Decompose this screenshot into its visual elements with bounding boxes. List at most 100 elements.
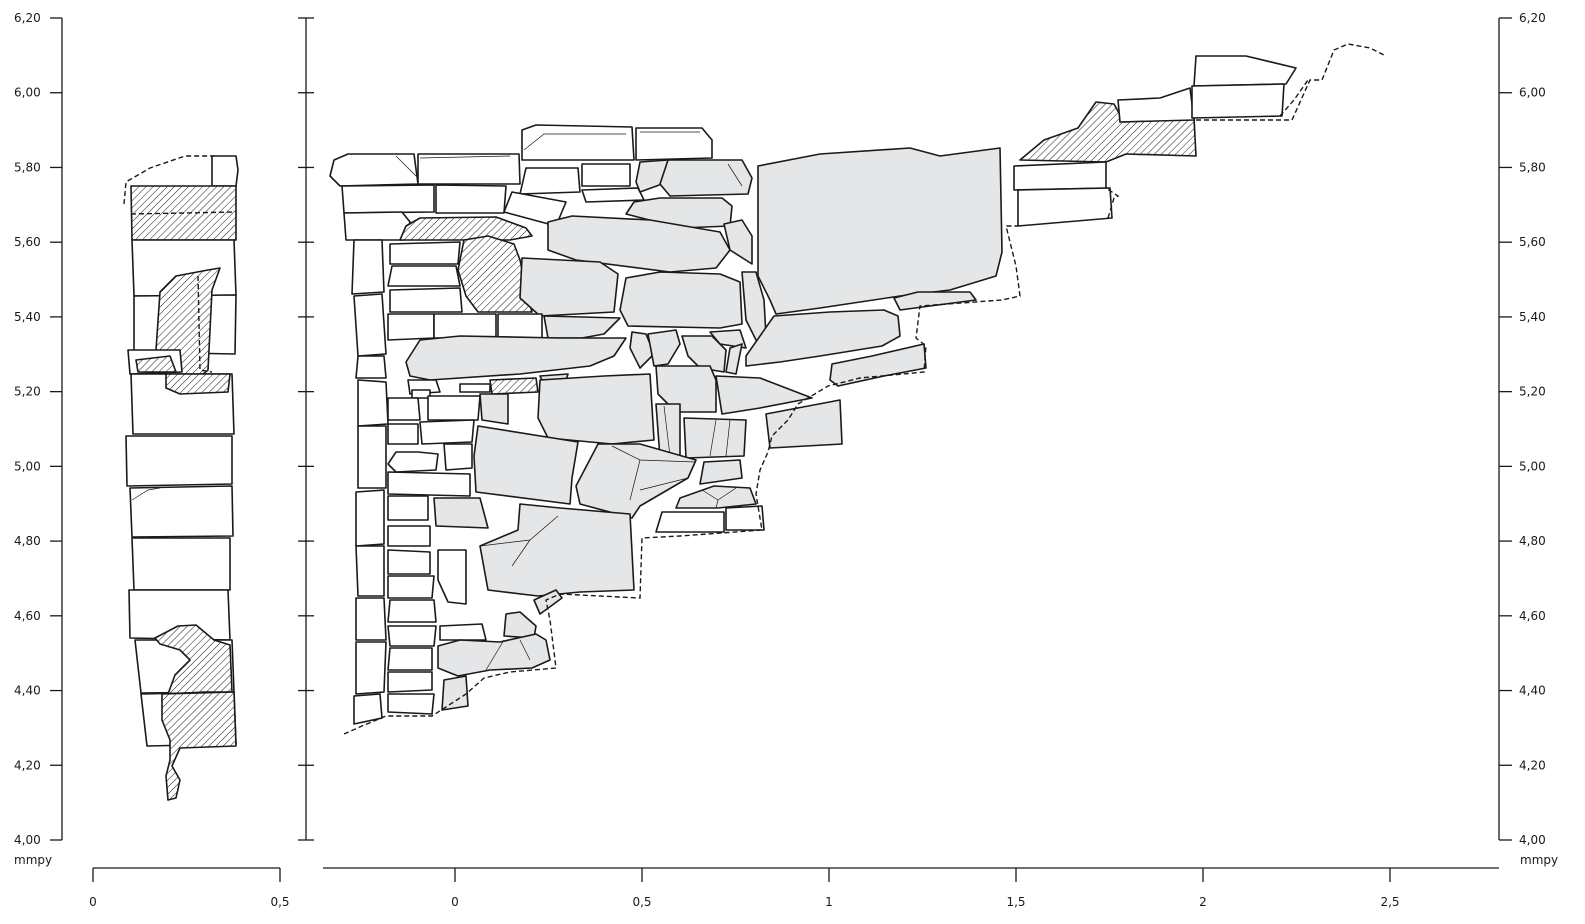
grey-stone xyxy=(765,399,843,449)
y-tick-label-right: 5,20 xyxy=(1519,385,1546,399)
stone-block xyxy=(387,599,437,623)
stone-block xyxy=(581,187,645,203)
stone-block xyxy=(357,379,389,427)
grey-stone xyxy=(699,459,743,485)
stone-block xyxy=(387,451,439,473)
grey-stone xyxy=(479,393,509,425)
y-tick-label-right: 5,80 xyxy=(1519,160,1546,174)
y-tick-label-right: 6,00 xyxy=(1519,86,1546,100)
stone-block xyxy=(387,423,419,445)
stone-block xyxy=(435,184,507,214)
stone-block xyxy=(519,167,581,195)
y-tick-label-left: 5,40 xyxy=(14,310,41,324)
stone-block xyxy=(439,623,487,641)
grey-stone xyxy=(433,497,489,529)
grey-stone xyxy=(537,373,655,445)
stone-block xyxy=(387,265,461,287)
large-grey-slab xyxy=(757,147,1003,315)
stone-block xyxy=(1193,55,1297,87)
grey-stone xyxy=(675,485,757,509)
grey-stone xyxy=(893,291,977,311)
stone-block xyxy=(355,355,387,379)
stone-block xyxy=(417,153,521,185)
stone-block xyxy=(355,597,387,641)
stone-block xyxy=(437,549,467,605)
y-tick-label-right: 4,60 xyxy=(1519,609,1546,623)
stone-block xyxy=(353,293,387,357)
wall-elevation-stones xyxy=(329,43,1387,735)
x-tick-label: 1 xyxy=(825,895,833,909)
y-tick-label-right: 5,40 xyxy=(1519,310,1546,324)
stone-block xyxy=(343,211,411,241)
y-tick-label-left: 5,00 xyxy=(14,459,41,473)
y-tick-label-left: 4,00 xyxy=(14,833,41,847)
x-tick-label: 0 xyxy=(89,895,97,909)
stone-block xyxy=(387,647,433,671)
grey-stone xyxy=(715,375,813,415)
stone-block xyxy=(387,313,435,341)
grey-stone xyxy=(745,309,901,367)
stone-block xyxy=(521,124,635,161)
y-tick-label-left: 6,20 xyxy=(14,11,41,25)
left-unit-label: mmpy xyxy=(14,853,52,867)
stone-block xyxy=(419,419,475,445)
stone-block xyxy=(387,693,435,715)
hatched-stone xyxy=(489,377,539,395)
stone-block xyxy=(635,127,713,161)
y-tick-label-left: 4,80 xyxy=(14,534,41,548)
y-tick-label-right: 5,00 xyxy=(1519,459,1546,473)
stone-block xyxy=(387,625,437,647)
stone-block xyxy=(389,241,461,265)
grey-stone xyxy=(829,343,927,387)
stone-block xyxy=(387,495,429,521)
y-tick-label-right: 4,40 xyxy=(1519,684,1546,698)
hatched-stone xyxy=(399,216,533,241)
stone-block xyxy=(131,537,231,591)
y-tick-label-left: 4,60 xyxy=(14,609,41,623)
grey-stone xyxy=(547,215,731,273)
stone-block xyxy=(387,549,431,575)
y-tick-label-left: 4,20 xyxy=(14,758,41,772)
stone-block xyxy=(211,155,239,187)
grey-stone xyxy=(405,335,627,381)
hatched-stone xyxy=(165,373,231,395)
stone-block xyxy=(497,313,543,339)
stone-block xyxy=(125,435,233,487)
stone-block xyxy=(387,525,431,547)
stone-block xyxy=(443,443,473,471)
grey-stone xyxy=(473,425,579,505)
hatched-stone xyxy=(161,691,237,801)
grey-stone xyxy=(723,219,753,265)
stone-block xyxy=(355,641,387,695)
x-tick-label: 0,5 xyxy=(270,895,289,909)
grey-stone xyxy=(479,503,635,597)
grey-stone xyxy=(647,329,681,367)
grey-stone xyxy=(441,675,469,711)
grey-stone xyxy=(503,611,537,639)
hatched-stone xyxy=(135,355,177,373)
stone-block xyxy=(1117,87,1195,123)
grey-stone xyxy=(659,159,753,197)
y-tick-label-left: 5,20 xyxy=(14,385,41,399)
stone-block xyxy=(341,184,435,214)
y-tick-label-left: 5,80 xyxy=(14,160,41,174)
stone-block xyxy=(389,287,463,313)
stone-block xyxy=(329,153,419,187)
stone-block xyxy=(725,505,765,531)
stone-block xyxy=(351,239,385,295)
grey-stone xyxy=(519,257,619,317)
y-tick-label-right: 4,20 xyxy=(1519,758,1546,772)
stone-block xyxy=(355,489,385,547)
stone-block xyxy=(427,395,481,421)
wall-section-drawing xyxy=(123,155,239,801)
grey-stone xyxy=(543,315,621,339)
y-tick-label-left: 6,00 xyxy=(14,86,41,100)
x-tick-label: 0 xyxy=(451,895,459,909)
grey-stone xyxy=(681,335,727,373)
grey-stone xyxy=(655,365,717,413)
y-tick-label-right: 4,80 xyxy=(1519,534,1546,548)
stone-block xyxy=(129,485,234,538)
